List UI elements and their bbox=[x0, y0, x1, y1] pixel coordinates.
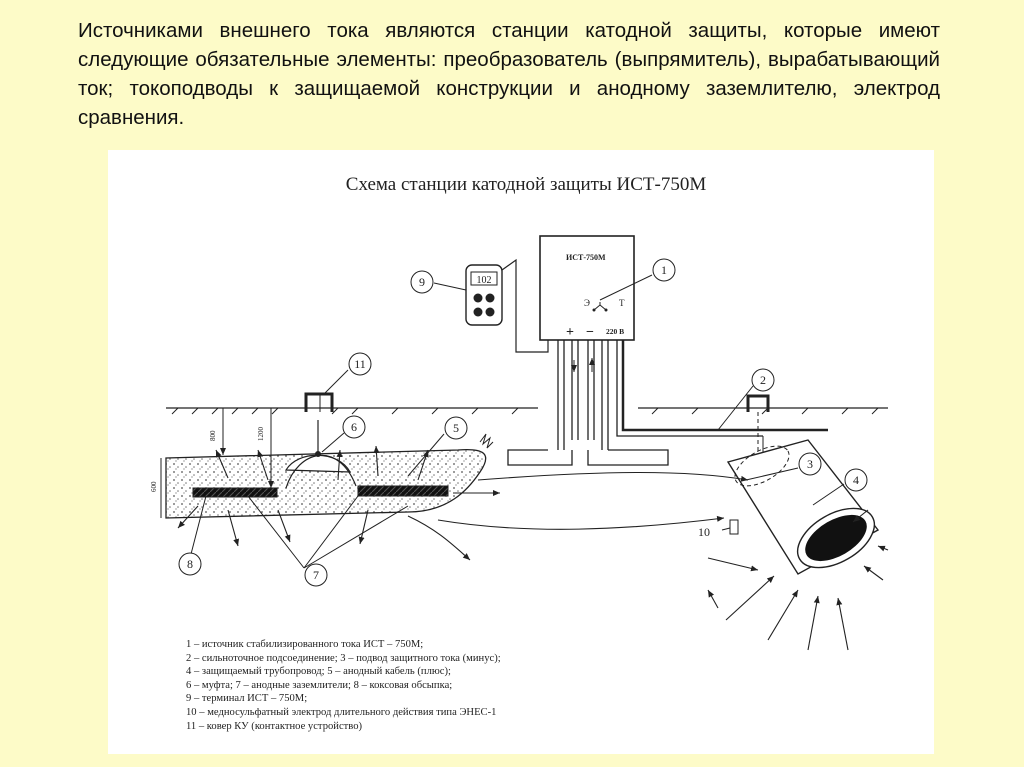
callout-10: 10 bbox=[698, 525, 710, 539]
station-ist-750m: ИСТ-750М Э Т + − 220 В bbox=[539, 235, 635, 341]
diagram-legend: 1 – источник стабилизированного тока ИСТ… bbox=[186, 638, 746, 733]
diagram-title: Схема станции катодной защиты ИСТ-750М bbox=[346, 174, 707, 195]
plus-terminal: + bbox=[566, 325, 574, 340]
protected-pipeline bbox=[726, 439, 880, 575]
callout-7: 7 bbox=[313, 568, 319, 582]
callout-numbers: 1 2 3 4 5 6 7 8 9 10 11 bbox=[187, 263, 859, 582]
station-cables bbox=[507, 340, 828, 466]
terminal-e-label: Э bbox=[584, 298, 590, 308]
legend-item: 1 – источник стабилизированного тока ИСТ… bbox=[186, 639, 424, 650]
terminal-device: 102 bbox=[465, 264, 503, 326]
anode-cable bbox=[285, 420, 357, 489]
callout-9: 9 bbox=[419, 275, 425, 289]
reference-electrode bbox=[729, 519, 739, 535]
carpet-ku bbox=[304, 392, 334, 412]
callout-3: 3 bbox=[807, 457, 813, 471]
dim-1200: 1200 bbox=[257, 427, 265, 442]
voltage-label: 220 В bbox=[606, 327, 624, 336]
terminal-t-label: Т bbox=[619, 298, 625, 308]
intro-paragraph: Источниками внешнего тока являются станц… bbox=[78, 19, 940, 129]
callout-1: 1 bbox=[661, 263, 667, 277]
anode-bed bbox=[165, 448, 487, 519]
dimension-lines bbox=[160, 408, 274, 518]
legend-item: 10 – медносульфатный электрод длительног… bbox=[186, 706, 497, 718]
ground-surface bbox=[166, 407, 888, 415]
terminal-cable bbox=[501, 258, 549, 353]
diagram-figure: Схема станции катодной защиты ИСТ-750М И… bbox=[108, 150, 934, 754]
current-arrows bbox=[177, 445, 889, 651]
legend-item: 4 – защищаемый трубопровод; 5 – анодный … bbox=[186, 666, 451, 678]
callout-6: 6 bbox=[351, 420, 357, 434]
callout-2: 2 bbox=[760, 373, 766, 387]
legend-item: 11 – ковер КУ (контактное устройство) bbox=[186, 720, 363, 732]
dim-600: 600 bbox=[150, 481, 158, 492]
minus-terminal: − bbox=[586, 325, 594, 340]
legend-item: 6 – муфта; 7 – анодные заземлители; 8 – … bbox=[186, 679, 453, 691]
callout-4: 4 bbox=[853, 473, 859, 487]
dim-800: 800 bbox=[209, 430, 217, 441]
terminal-display: 102 bbox=[477, 275, 492, 286]
strong-connection bbox=[746, 394, 770, 412]
callout-11: 11 bbox=[354, 357, 366, 371]
callouts bbox=[178, 258, 868, 587]
legend-item: 2 – сильноточное подсоединение; 3 – подв… bbox=[186, 652, 501, 664]
cathodic-protection-diagram: Схема станции катодной защиты ИСТ-750М И… bbox=[150, 174, 889, 651]
station-label: ИСТ-750М bbox=[566, 253, 606, 262]
legend-item: 9 – терминал ИСТ – 750М; bbox=[186, 693, 308, 705]
callout-8: 8 bbox=[187, 557, 193, 571]
callout-5: 5 bbox=[453, 421, 459, 435]
